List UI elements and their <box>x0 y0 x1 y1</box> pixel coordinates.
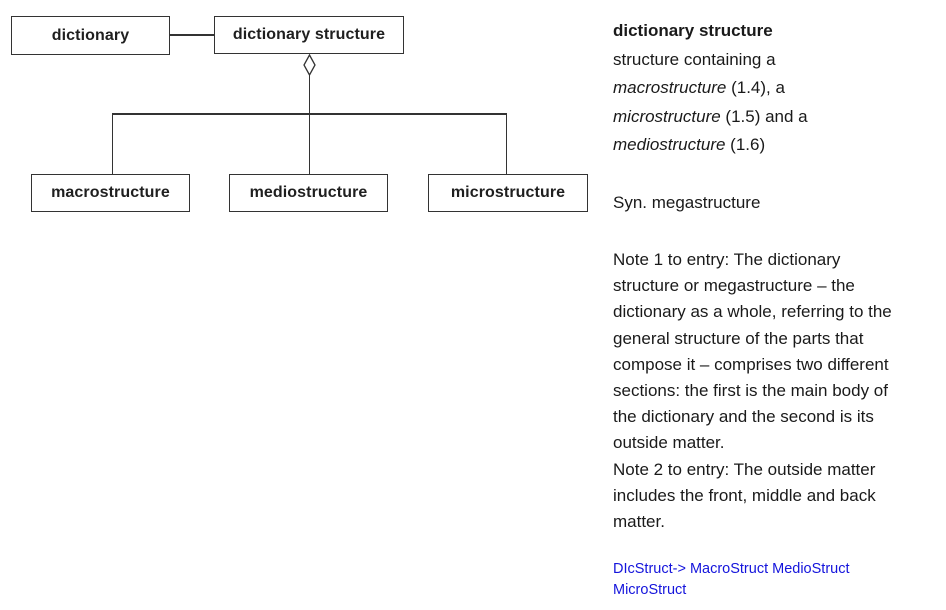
node-dictionary-label: dictionary <box>51 26 130 44</box>
definition-line: structure containing a <box>613 49 776 69</box>
note-line: structure or megastructure – the <box>613 276 855 296</box>
cross-reference-link[interactable]: DIcStruct-> MacroStruct MedioStruct Micr… <box>613 559 946 600</box>
definition-block: dictionary structure structure containin… <box>613 17 946 160</box>
connector-drop-micro <box>505 113 507 174</box>
note-line: compose it – comprises two different <box>613 354 889 374</box>
note-line: matter. <box>613 512 665 532</box>
node-dictionary: dictionary <box>11 16 170 55</box>
connector-dictionary-to-structure <box>170 34 214 36</box>
connector-structure-stem <box>308 74 310 114</box>
definition-term-italic: mediostructure <box>613 135 726 154</box>
definition-line-rest: (1.6) <box>725 135 766 154</box>
note-line: includes the front, middle and back <box>613 485 876 505</box>
entry-term: dictionary structure <box>613 21 773 40</box>
aggregation-diamond-icon <box>303 54 316 76</box>
note-line: outside matter. <box>613 433 725 453</box>
node-microstructure-label: microstructure <box>450 184 566 201</box>
node-mediostructure: mediostructure <box>229 174 388 212</box>
entry-panel: dictionary structure structure containin… <box>613 0 946 610</box>
definition-line: microstructure (1.5) and a <box>613 103 946 132</box>
note-line: Note 2 to entry: The outside matter <box>613 459 876 479</box>
definition-line: macrostructure (1.4), a <box>613 74 946 103</box>
connector-drop-macro <box>111 113 113 174</box>
node-mediostructure-label: mediostructure <box>249 184 368 201</box>
connector-drop-medio <box>308 113 310 174</box>
node-microstructure: microstructure <box>428 174 588 212</box>
node-dictionary-structure: dictionary structure <box>214 16 404 54</box>
notes-block: Note 1 to entry: The dictionary structur… <box>613 247 946 535</box>
definition-term-italic: microstructure <box>613 106 721 126</box>
note-line: dictionary as a whole, referring to the <box>613 302 892 322</box>
definition-line: mediostructure (1.6) <box>613 131 946 160</box>
definition-line-rest: (1.4), a <box>726 78 785 97</box>
definition-term-italic: macrostructure <box>613 78 727 97</box>
note-line: general structure of the parts that <box>613 328 864 348</box>
node-macrostructure-label: macrostructure <box>51 184 170 201</box>
note-line: Note 1 to entry: The dictionary <box>613 250 841 269</box>
cross-reference-line[interactable]: MicroStruct <box>613 581 687 598</box>
cross-reference-line[interactable]: DIcStruct-> MacroStruct MedioStruct <box>613 561 850 577</box>
synonym-line: Syn. megastructure <box>613 193 761 212</box>
definition-line-rest: (1.5) and a <box>720 106 808 126</box>
note-line: sections: the first is the main body of <box>613 381 888 401</box>
node-macrostructure: macrostructure <box>31 174 190 212</box>
note-line: the dictionary and the second is its <box>613 407 874 427</box>
node-dictionary-structure-label: dictionary structure <box>232 26 386 43</box>
